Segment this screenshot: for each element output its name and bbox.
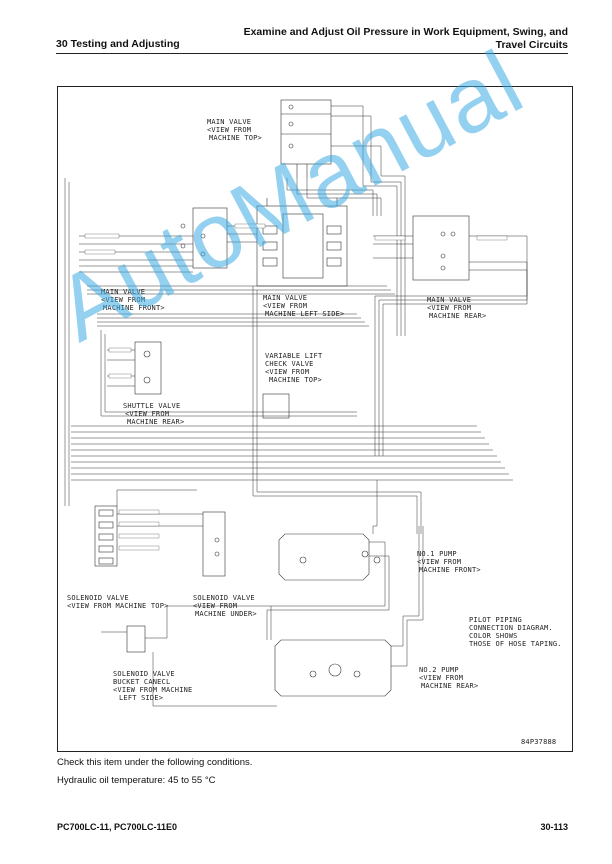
label-main-valve-left: MAIN VALVE <VIEW FROM MACHINE LEFT SIDE> xyxy=(263,294,344,318)
diagram-frame xyxy=(57,86,573,752)
condition-note: Check this item under the following cond… xyxy=(57,757,253,768)
main-valve-front-block xyxy=(192,207,228,269)
label-pilot-piping: PILOT PIPING CONNECTION DIAGRAM. COLOR S… xyxy=(469,616,562,648)
label-solenoid-top: SOLENOID VALVE <VIEW FROM MACHINE TOP> xyxy=(67,594,169,610)
drawing-id: 84P37888 xyxy=(521,738,556,746)
oil-temperature-note: Hydraulic oil temperature: 45 to 55 °C xyxy=(57,775,216,786)
page-title-line-2: Travel Circuits xyxy=(495,39,568,51)
section-title: 30 Testing and Adjusting xyxy=(56,38,180,50)
no1-pump-body xyxy=(278,533,370,581)
main-valve-top-block xyxy=(280,99,332,165)
page-title-line-1: Examine and Adjust Oil Pressure in Work … xyxy=(243,26,568,38)
label-no1-pump: NO.1 PUMP <VIEW FROM MACHINE FRONT> xyxy=(417,550,481,574)
footer-page-number: 30-113 xyxy=(540,822,568,832)
solenoid-top-block xyxy=(94,505,118,567)
label-solenoid-bucket: SOLENOID VALVE BUCKET CANECL <VIEW FROM … xyxy=(113,670,197,702)
hose-tag-labels xyxy=(84,223,508,551)
main-valve-rear-block xyxy=(412,215,470,281)
header-rule xyxy=(56,53,568,54)
label-main-valve-front: MAIN VALVE <VIEW FROM MACHINE FRONT> xyxy=(101,288,165,312)
page-title: Examine and Adjust Oil Pressure in Work … xyxy=(208,26,568,52)
label-no2-pump: NO.2 PUMP <VIEW FROM MACHINE REAR> xyxy=(419,666,478,690)
solenoid-bucket-block xyxy=(126,625,146,653)
label-solenoid-under: SOLENOID VALVE <VIEW FROM MACHINE UNDER> xyxy=(193,594,259,618)
label-main-valve-rear: MAIN VALVE <VIEW FROM MACHINE REAR> xyxy=(427,296,486,320)
label-main-valve-top: MAIN VALVE <VIEW FROM MACHINE TOP> xyxy=(207,118,262,142)
solenoid-under-block xyxy=(202,511,226,577)
footer-model: PC700LC-11, PC700LC-11E0 xyxy=(57,822,178,832)
shuttle-valve-block xyxy=(134,341,162,395)
pilot-piping-diagram: MAIN VALVE <VIEW FROM MACHINE TOP> MAIN … xyxy=(64,99,562,746)
label-shuttle-valve: SHUTTLE VALVE <VIEW FROM MACHINE REAR> xyxy=(123,402,185,426)
no2-pump-body xyxy=(274,639,392,697)
label-variable-lift: VARIABLE LIFT CHECK VALVE <VIEW FROM MAC… xyxy=(265,352,327,384)
variable-lift-block xyxy=(262,393,290,419)
